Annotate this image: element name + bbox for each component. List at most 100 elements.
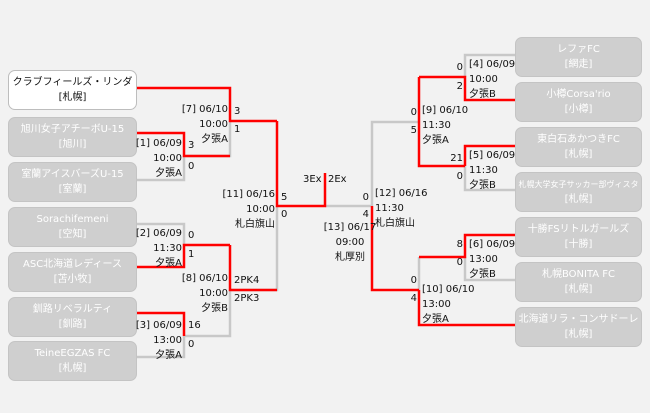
team-box[interactable]: 小樽Corsa'rio[小樽]: [515, 82, 642, 122]
match-info-4: [4] 06/09 10:00 夕張B: [469, 57, 515, 102]
match-number: [13] 06/17: [323, 222, 377, 233]
team-area: [札幌]: [564, 284, 593, 295]
match-time: 10:00: [199, 288, 228, 299]
score: 0: [410, 107, 417, 118]
score: 1: [188, 249, 195, 260]
team-box[interactable]: Sorachifemeni [空知]: [8, 207, 137, 247]
team-name: 北海道リラ・コンサドーレ: [518, 314, 639, 325]
match-venue: 夕張A: [155, 168, 182, 179]
team-name: 旭川女子アチーボU-15: [20, 124, 125, 135]
match-time: 09:00: [335, 237, 365, 248]
score: 4: [362, 209, 369, 220]
match-number: [1] 06/09: [135, 138, 182, 149]
match-number: [7] 06/10: [181, 104, 228, 115]
score: 3: [188, 140, 195, 151]
team-area: [札幌]: [564, 149, 593, 160]
line-m8-bottom: [184, 290, 232, 338]
match-venue: 夕張A: [155, 350, 182, 361]
score: 0: [456, 62, 463, 73]
team-area: [十勝]: [564, 239, 593, 250]
team-name: Sorachifemeni: [36, 214, 109, 225]
match-time: 11:30: [469, 165, 498, 176]
score: 2PK4: [234, 275, 260, 286]
score: 0: [188, 230, 195, 241]
team-area: [旭川]: [58, 139, 87, 150]
team-name: 十勝FSリトルガールズ: [527, 224, 630, 235]
match-time: 10:00: [469, 74, 498, 85]
score: 1: [234, 124, 241, 135]
score: 2PK3: [234, 293, 260, 304]
score: 0: [281, 209, 288, 220]
team-name: 札幌大学女子サッカー部ヴィスタ: [518, 180, 639, 189]
score: 0: [188, 339, 195, 350]
winner-line-m2: [137, 243, 230, 269]
score: 3: [234, 106, 241, 117]
team-box[interactable]: 旭川女子アチーボU-15 [旭川]: [8, 117, 137, 157]
match-number: [11] 06/16: [222, 189, 275, 200]
line-m3-bottom: [137, 336, 186, 359]
match-venue: 夕張B: [469, 89, 496, 100]
team-area: [小樽]: [564, 104, 593, 115]
team-box[interactable]: 札幌大学女子サッカー部ヴィスタ [札幌]: [515, 172, 642, 212]
match-time: 11:30: [375, 203, 404, 214]
team-name: 東白石あかつきFC: [537, 134, 620, 145]
team-box[interactable]: レファFC[網走]: [515, 37, 642, 77]
winner-line-m1: [137, 131, 230, 158]
team-box[interactable]: TeineEGZAS FC[札幌]: [8, 341, 137, 381]
score: 4: [410, 293, 417, 304]
team-box[interactable]: 北海道リラ・コンサドーレ [札幌]: [515, 307, 642, 347]
team-box[interactable]: ASC北海道レディース[苫小牧]: [8, 252, 137, 292]
line-m4-top: [463, 53, 515, 77]
match-venue: 夕張B: [469, 180, 496, 191]
line-m6-bottom: [463, 257, 515, 282]
team-area: [札幌]: [58, 92, 87, 103]
score: 0: [456, 171, 463, 182]
score: 5: [281, 192, 288, 203]
team-area: [札幌]: [564, 194, 593, 205]
match-time: 13:00: [153, 335, 182, 346]
match-number: [3] 06/09: [135, 320, 182, 331]
match-time: 10:00: [246, 204, 275, 215]
winner-line-m11: [275, 121, 327, 208]
winner-line-m6: [419, 233, 515, 259]
match-number: [4] 06/09: [469, 59, 516, 70]
winner-line-m8: [228, 245, 277, 292]
team-name: 室蘭アイスバーズU-15: [21, 169, 124, 180]
winner-line-m7: [137, 86, 277, 123]
match-number: [6] 06/09: [469, 239, 516, 250]
winner-line-m4: [419, 75, 515, 102]
match-venue: 夕張A: [422, 135, 449, 146]
final-score: 3Ex: [303, 174, 322, 185]
match-venue: 夕張A: [155, 258, 182, 269]
team-box[interactable]: 十勝FSリトルガールズ [十勝]: [515, 217, 642, 257]
team-box[interactable]: 釧路リベラルティ[釧路]: [8, 297, 137, 337]
final-score: 2Ex: [328, 174, 347, 185]
team-area: [空知]: [58, 229, 87, 240]
match-venue: 夕張A: [422, 314, 449, 325]
match-time: 11:30: [153, 243, 182, 254]
winner-line-m9: [417, 77, 465, 168]
team-box[interactable]: 室蘭アイスバーズU-15 [室蘭]: [8, 162, 137, 202]
team-area: [札幌]: [564, 329, 593, 340]
team-box[interactable]: 東白石あかつきFC [札幌]: [515, 127, 642, 167]
team-area: [室蘭]: [58, 184, 87, 195]
team-box[interactable]: クラブフィールズ・リンダ[札幌]: [8, 70, 137, 110]
match-time: 11:30: [422, 120, 451, 131]
match-number: [9] 06/10: [422, 105, 469, 116]
team-name: TeineEGZAS FC: [34, 348, 111, 359]
team-name: ASC北海道レディース: [23, 259, 122, 270]
score: 2: [456, 81, 463, 92]
match-time: 10:00: [199, 119, 228, 130]
team-box[interactable]: 札幌BONITA FC[札幌]: [515, 262, 642, 302]
match-venue: 夕張B: [469, 269, 496, 280]
line-m5-bottom: [463, 166, 515, 192]
winner-line-m5: [463, 144, 515, 166]
line-m12-top: [370, 120, 419, 206]
team-name: 釧路リベラルティ: [32, 304, 113, 315]
